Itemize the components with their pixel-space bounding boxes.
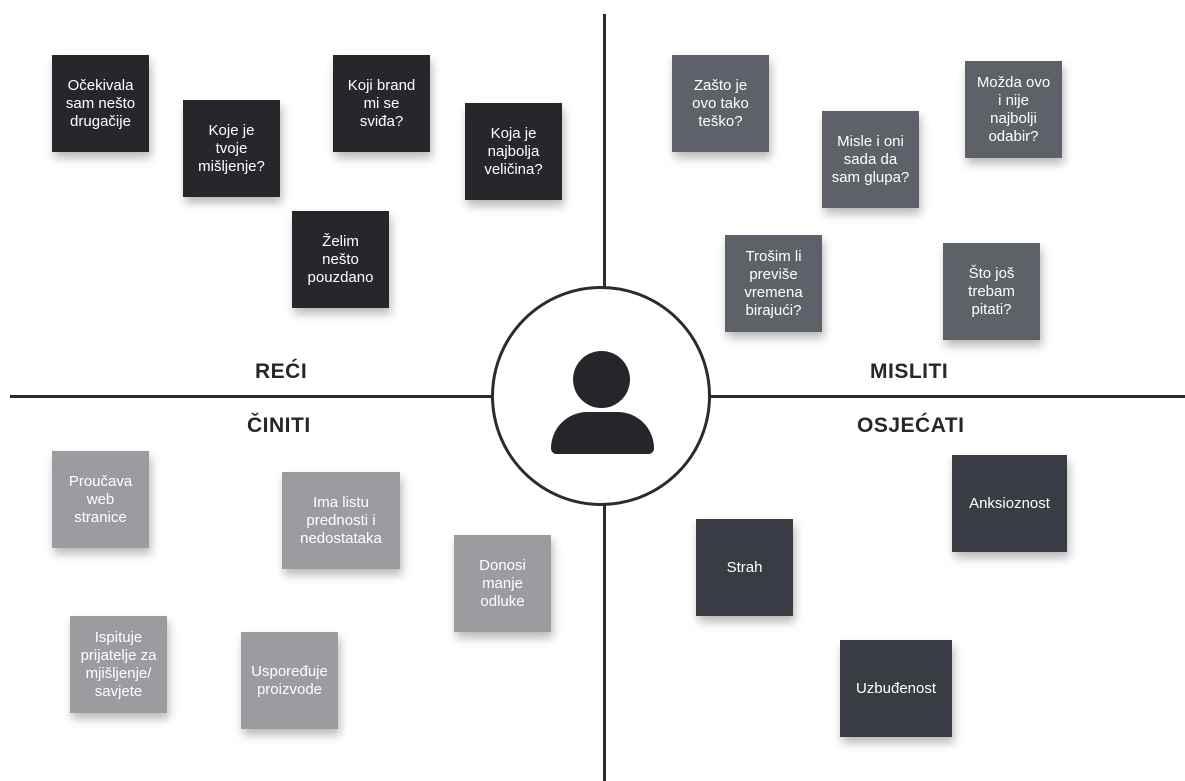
sticky-note-osjecati: Strah <box>696 519 793 616</box>
persona-circle <box>491 286 711 506</box>
sticky-note-ciniti: Ispituje prijatelje za mjišljenje/ savje… <box>70 616 167 713</box>
user-icon-body <box>551 412 654 454</box>
sticky-note-ciniti: Ima listu prednosti i nedostataka <box>282 472 400 569</box>
sticky-note-misliti: Trošim li previše vremena birajući? <box>725 235 822 332</box>
sticky-note-ciniti: Uspoređuje proizvode <box>241 632 338 729</box>
quadrant-label-reci: REĆI <box>255 360 308 383</box>
sticky-note-misliti: Što još trebam pitati? <box>943 243 1040 340</box>
sticky-note-reci: Koje je tvoje mišljenje? <box>183 100 280 197</box>
sticky-note-reci: Očekivala sam nešto drugačije <box>52 55 149 152</box>
sticky-note-reci: Želim nešto pouzdano <box>292 211 389 308</box>
sticky-note-osjecati: Uzbuđenost <box>840 640 952 737</box>
sticky-note-reci: Koja je najbolja veličina? <box>465 103 562 200</box>
sticky-note-ciniti: Proučava web stranice <box>52 451 149 548</box>
sticky-note-reci: Koji brand mi se sviđa? <box>333 55 430 152</box>
user-icon-head <box>573 351 630 408</box>
quadrant-label-ciniti: ČINITI <box>247 414 311 437</box>
sticky-note-misliti: Možda ovo i nije najbolji odabir? <box>965 61 1062 158</box>
sticky-note-misliti: Zašto je ovo tako teško? <box>672 55 769 152</box>
quadrant-label-misliti: MISLITI <box>870 360 949 383</box>
sticky-note-misliti: Misle i oni sada da sam glupa? <box>822 111 919 208</box>
sticky-note-osjecati: Anksioznost <box>952 455 1067 552</box>
sticky-note-ciniti: Donosi manje odluke <box>454 535 551 632</box>
quadrant-label-osjecati: OSJEĆATI <box>857 414 965 437</box>
